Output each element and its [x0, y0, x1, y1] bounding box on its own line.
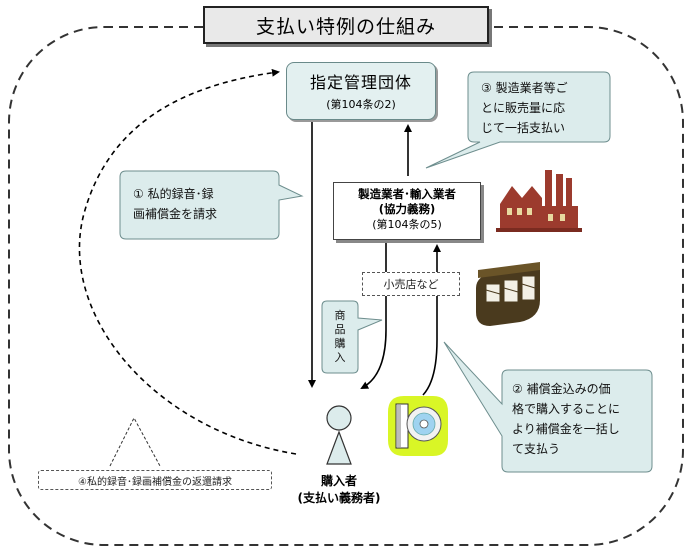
callout-purchase-bubble [321, 300, 383, 374]
purchase-char: 商 [334, 309, 346, 322]
callout-3-text: ③ 製造業者等ご とに販売量に応 じて一括支払い [481, 78, 568, 138]
callout-2-bubble [443, 341, 653, 473]
callout-1-bubble [119, 170, 304, 240]
manufacturer-box: 製造業者･輸入業者 (協力義務) (第104条の5) [333, 182, 481, 240]
person-icon [326, 405, 352, 465]
refund-curve-arrow [78, 68, 297, 455]
buyer-sublabel: (支払い義務者) [297, 491, 381, 505]
refund-request-box: ④私的録音･録画補償金の返還請求 [38, 470, 272, 490]
callout-2-line: 格で購入することに [512, 402, 621, 416]
price-arrow [422, 244, 441, 396]
buyer-label: 購入者 [320, 474, 357, 488]
callout-1-line: ① 私的録音･録 [133, 187, 214, 201]
cd-icon [388, 396, 448, 456]
refund-callout-tail [109, 416, 161, 467]
organization-article: (第104条の2) [326, 98, 396, 111]
callout-2-line: より補償金を一括し [512, 422, 620, 436]
callout-1-text: ① 私的録音･録 画補償金を請求 [133, 184, 217, 224]
purchase-callout-text: 商 品 購 入 [333, 309, 347, 365]
callout-3-bubble [425, 71, 611, 169]
page-title: 支払い特例の仕組み [203, 6, 489, 44]
retail-store-box: 小売店など [362, 272, 460, 296]
callout-3-line: ③ 製造業者等ご [481, 81, 568, 95]
callout-1-line: 画補償金を請求 [133, 207, 218, 221]
callout-2-line: ② 補償金込みの価 [512, 382, 611, 396]
purchase-char: 購 [334, 337, 346, 350]
refund-request-text: ④私的録音･録画補償金の返還請求 [78, 476, 232, 488]
callout-2-text: ② 補償金込みの価 格で購入することに より補償金を一括し て支払う [512, 379, 620, 459]
shop-icon [476, 262, 540, 326]
manufacturer-article: (第104条の5) [372, 218, 442, 231]
manufacturer-duty: (協力義務) [378, 202, 436, 216]
callout-3-line: とに販売量に応 [481, 101, 566, 115]
purchase-char: 品 [334, 323, 346, 336]
callout-3-line: じて一括支払い [481, 121, 566, 135]
manufacturer-title: 製造業者･輸入業者 [358, 187, 456, 201]
callout-2-line: て支払う [512, 442, 561, 456]
designated-organization-box: 指定管理団体 (第104条の2) [286, 62, 436, 120]
organization-name: 指定管理団体 [309, 73, 412, 92]
goods-arrow [360, 240, 387, 389]
factory-icon [496, 170, 582, 232]
purchase-char: 入 [334, 351, 346, 364]
